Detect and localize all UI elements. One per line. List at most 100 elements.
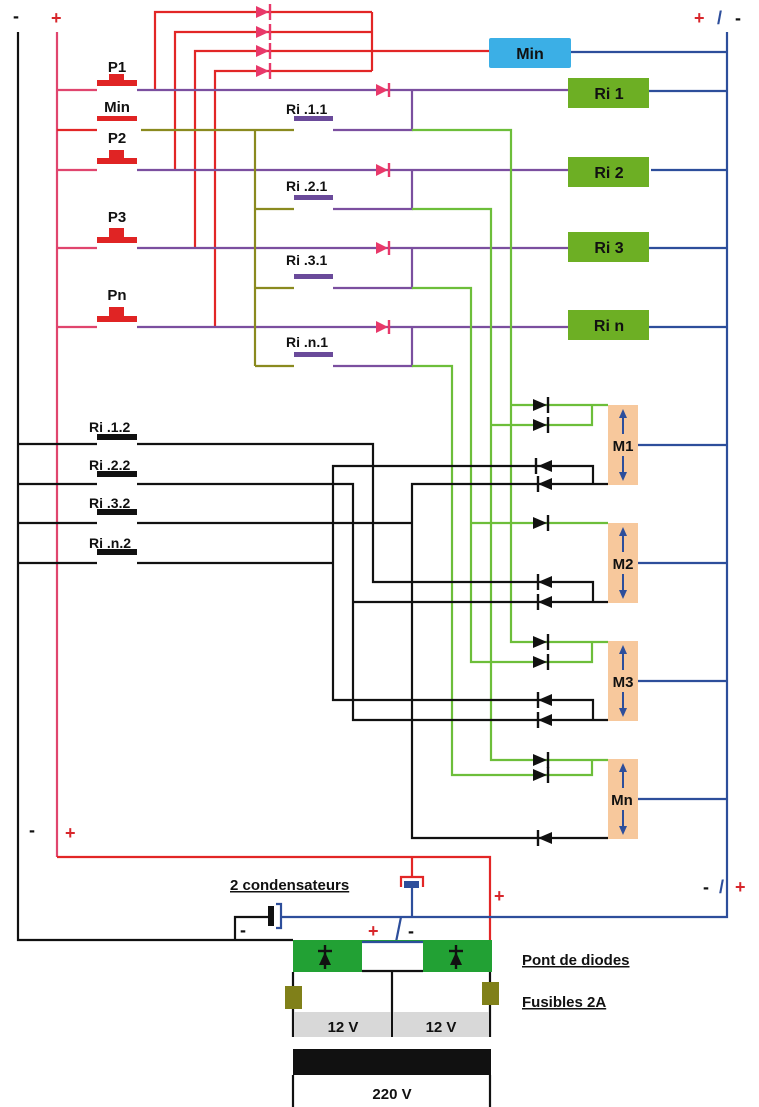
- capacitor-plate-plus: [399, 875, 425, 887]
- coil-label: Min: [516, 46, 544, 63]
- pushbutton-label: P2: [108, 130, 126, 147]
- coil-label: Ri 2: [594, 165, 623, 182]
- pushbutton-label: Min: [104, 99, 130, 116]
- contact-bar: [294, 274, 333, 279]
- contact-ri-1-2: Ri .1.2: [18, 419, 595, 602]
- up-line-ri-3: [412, 286, 594, 664]
- arrow-up-icon: [619, 763, 627, 788]
- secondary-right-voltage: 12 V: [426, 1019, 457, 1036]
- contact-bar: [294, 352, 333, 357]
- supply-plus: +: [494, 886, 505, 906]
- contact-label: Ri .1.2: [89, 419, 130, 435]
- pushbutton-p1: P1: [97, 59, 137, 86]
- pushbutton-p2: P2: [97, 130, 137, 164]
- feedback-line-p3: [193, 49, 489, 248]
- contact-ri-3-1: Ri .3.1: [286, 248, 414, 290]
- diode-icon: [536, 574, 552, 590]
- top-right-slash: /: [717, 8, 722, 28]
- contact-ri-2-2: Ri .2.2: [18, 457, 608, 722]
- capacitor-minus: -: [240, 920, 246, 940]
- contact-bar: [97, 509, 137, 515]
- diode-icon: [536, 692, 552, 708]
- holding-contacts: Ri .1.1 Ri .2.1 Ri .3.1 Ri .n.1: [141, 90, 414, 368]
- coil-label: Ri 1: [594, 86, 623, 103]
- diode-icon: [536, 712, 552, 728]
- arrow-down-icon: [619, 574, 627, 599]
- arrow-down-icon: [619, 692, 627, 717]
- relay-coil-ri-n: Ri n: [568, 310, 727, 340]
- fuses-label: Fusibles 2A: [522, 994, 606, 1011]
- motor-label: M3: [613, 674, 634, 691]
- pushbutton-label: P3: [108, 209, 126, 226]
- motor-m2: M2: [608, 523, 727, 603]
- top-left-plus: +: [51, 8, 62, 28]
- motor-label: Mn: [611, 792, 633, 809]
- contact-ri-3-2: Ri .3.2: [18, 482, 608, 840]
- contact-bar: [97, 116, 137, 121]
- pushbutton-plate: [97, 237, 137, 243]
- contact-wire: [333, 327, 414, 368]
- transformer: 12 V 12 V 220 V: [291, 1012, 492, 1107]
- diode-icon: [318, 945, 332, 969]
- primary-voltage: 220 V: [372, 1086, 411, 1103]
- arrow-down-icon: [619, 810, 627, 835]
- contact-wire: [333, 90, 414, 132]
- coil-label: Ri 3: [594, 240, 623, 257]
- pushbutton-label: P1: [108, 59, 126, 76]
- motor-label: M2: [613, 556, 634, 573]
- contact-label: Ri .2.2: [89, 457, 130, 473]
- contact-bar: [97, 434, 137, 440]
- right-lower-slash: /: [719, 877, 724, 897]
- diode-icon: [376, 83, 391, 97]
- capacitor-top: [399, 857, 425, 917]
- relay-coil-ri-1: Ri 1: [568, 78, 727, 108]
- primary-winding: [293, 1049, 491, 1075]
- diode-icon: [256, 4, 272, 20]
- relay-coils: Min Ri 1 Ri 2 Ri 3 Ri n: [489, 38, 727, 340]
- up-line-ri-2-m1: [491, 405, 594, 427]
- motor-up-lines: [412, 128, 608, 777]
- up-line-ri-n: [412, 364, 594, 777]
- relay-coil-ri-2: Ri 2: [568, 157, 727, 187]
- pushbutton-min: Min: [97, 99, 137, 121]
- diode-icon: [533, 767, 550, 783]
- diode-icon: [533, 654, 550, 670]
- common-return-rail: [282, 32, 729, 919]
- contact-ri-1-1: Ri .1.1: [286, 90, 414, 132]
- pushbutton-plate: [97, 80, 137, 86]
- pushbutton-p3: P3: [97, 209, 137, 243]
- top-right-plus: +: [694, 8, 705, 28]
- secondary-left-voltage: 12 V: [328, 1019, 359, 1036]
- down-line-ri-n-bus: [331, 464, 595, 720]
- diode-icon: [536, 830, 552, 846]
- motor-mn: Mn: [608, 759, 727, 839]
- min-feedback-lines: [153, 4, 489, 327]
- diode-icon: [533, 752, 550, 768]
- diode-icon: [533, 634, 550, 650]
- contact-wire: [333, 170, 414, 211]
- down-line-ri-3-bus: [410, 482, 608, 840]
- coil-box: [568, 78, 649, 108]
- diode-icon: [536, 594, 552, 610]
- up-line-ri-1: [412, 128, 608, 644]
- bottom-left-minus: -: [29, 820, 35, 840]
- contact-label: Ri .3.2: [89, 495, 130, 511]
- contact-ri-n-2: Ri .n.2: [18, 464, 595, 720]
- motor-m3: M3: [608, 641, 727, 721]
- diode-icon: [449, 945, 463, 969]
- relay-coil-min: Min: [489, 38, 727, 68]
- coil-box: [568, 157, 649, 187]
- coil-box: [568, 310, 649, 340]
- motor-diodes: [533, 397, 552, 846]
- capacitor-left: [233, 902, 283, 940]
- diode-icon: [533, 515, 550, 531]
- relay-coil-ri-3: Ri 3: [568, 232, 727, 262]
- arrow-up-icon: [619, 527, 627, 552]
- capacitor-plate-plus: [276, 902, 283, 930]
- top-left-minus: -: [13, 6, 19, 26]
- motor-down-lines: Ri .1.2 Ri .2.2 Ri .3.2 Ri .n.2: [18, 419, 608, 840]
- diode-icon: [533, 397, 550, 413]
- bridge-center: [362, 942, 423, 971]
- pushbutton-branches: [57, 88, 97, 329]
